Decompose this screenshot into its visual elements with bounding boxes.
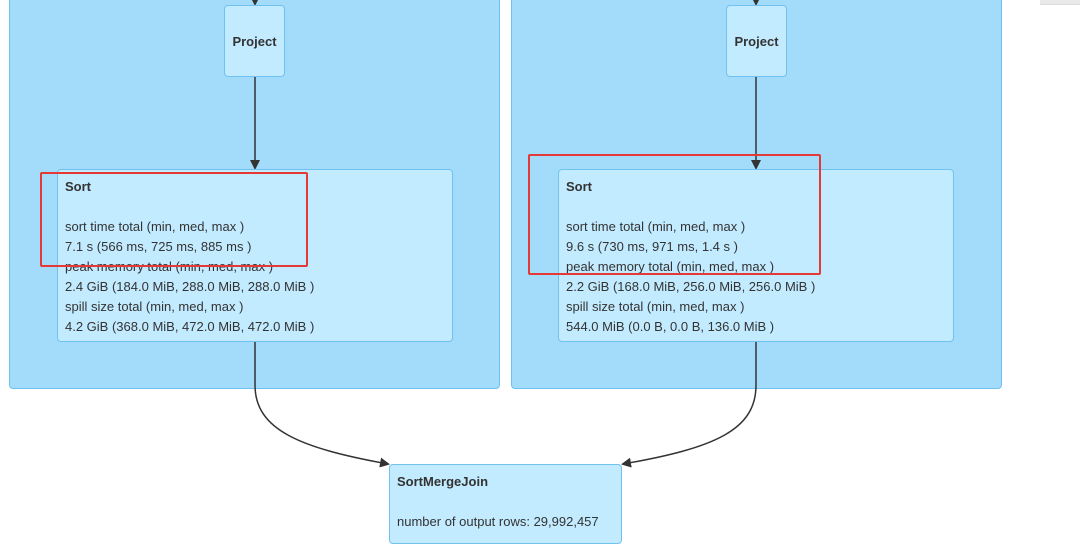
sort-merge-join-node[interactable]: SortMergeJoin number of output rows: 29,…	[389, 464, 622, 544]
right-sort-time-highlight	[528, 154, 821, 275]
join-metric: number of output rows: 29,992,457	[397, 514, 599, 529]
edge-left-sort-to-join	[254, 342, 390, 468]
join-spacer	[397, 492, 614, 512]
left-sort-node[interactable]: Sort sort time total (min, med, max ) 7.…	[57, 169, 453, 342]
join-title: SortMergeJoin	[397, 474, 489, 489]
right-project-title: Project	[734, 33, 779, 49]
left-project-node[interactable]: Project	[224, 5, 285, 77]
right-sort-metric-label: spill size total (min, med, max )	[566, 299, 745, 314]
left-sort-metric-value: 4.2 GiB (368.0 MiB, 472.0 MiB, 472.0 MiB…	[65, 319, 315, 334]
left-sort-metric-label: spill size total (min, med, max )	[65, 299, 244, 314]
left-project-title: Project	[232, 33, 277, 49]
plan-edges	[250, 0, 761, 468]
left-sort-time-highlight	[40, 172, 308, 267]
left-sort-metric-value: 2.4 GiB (184.0 MiB, 288.0 MiB, 288.0 MiB…	[65, 279, 315, 294]
right-sort-metric-value: 544.0 MiB (0.0 B, 0.0 B, 136.0 MiB )	[566, 319, 775, 334]
horizontal-scrollbar[interactable]	[1040, 0, 1080, 5]
left-sort-metric-value: 7.1 s (566 ms, 725 ms, 885 ms )	[65, 239, 252, 254]
right-sort-metric-label: sort time total (min, med, max )	[566, 219, 746, 234]
right-sort-metric-value: 9.6 s (730 ms, 971 ms, 1.4 s )	[566, 239, 738, 254]
right-project-node[interactable]: Project	[726, 5, 787, 77]
right-sort-title: Sort	[566, 179, 592, 194]
right-sort-metric-value: 2.2 GiB (168.0 MiB, 256.0 MiB, 256.0 MiB…	[566, 279, 816, 294]
edge-right-sort-to-join	[621, 342, 757, 468]
left-sort-title: Sort	[65, 179, 91, 194]
left-sort-metric-label: sort time total (min, med, max )	[65, 219, 245, 234]
right-sort-metric-label: peak memory total (min, med, max )	[566, 259, 775, 274]
right-sort-node[interactable]: Sort sort time total (min, med, max ) 9.…	[558, 169, 954, 342]
